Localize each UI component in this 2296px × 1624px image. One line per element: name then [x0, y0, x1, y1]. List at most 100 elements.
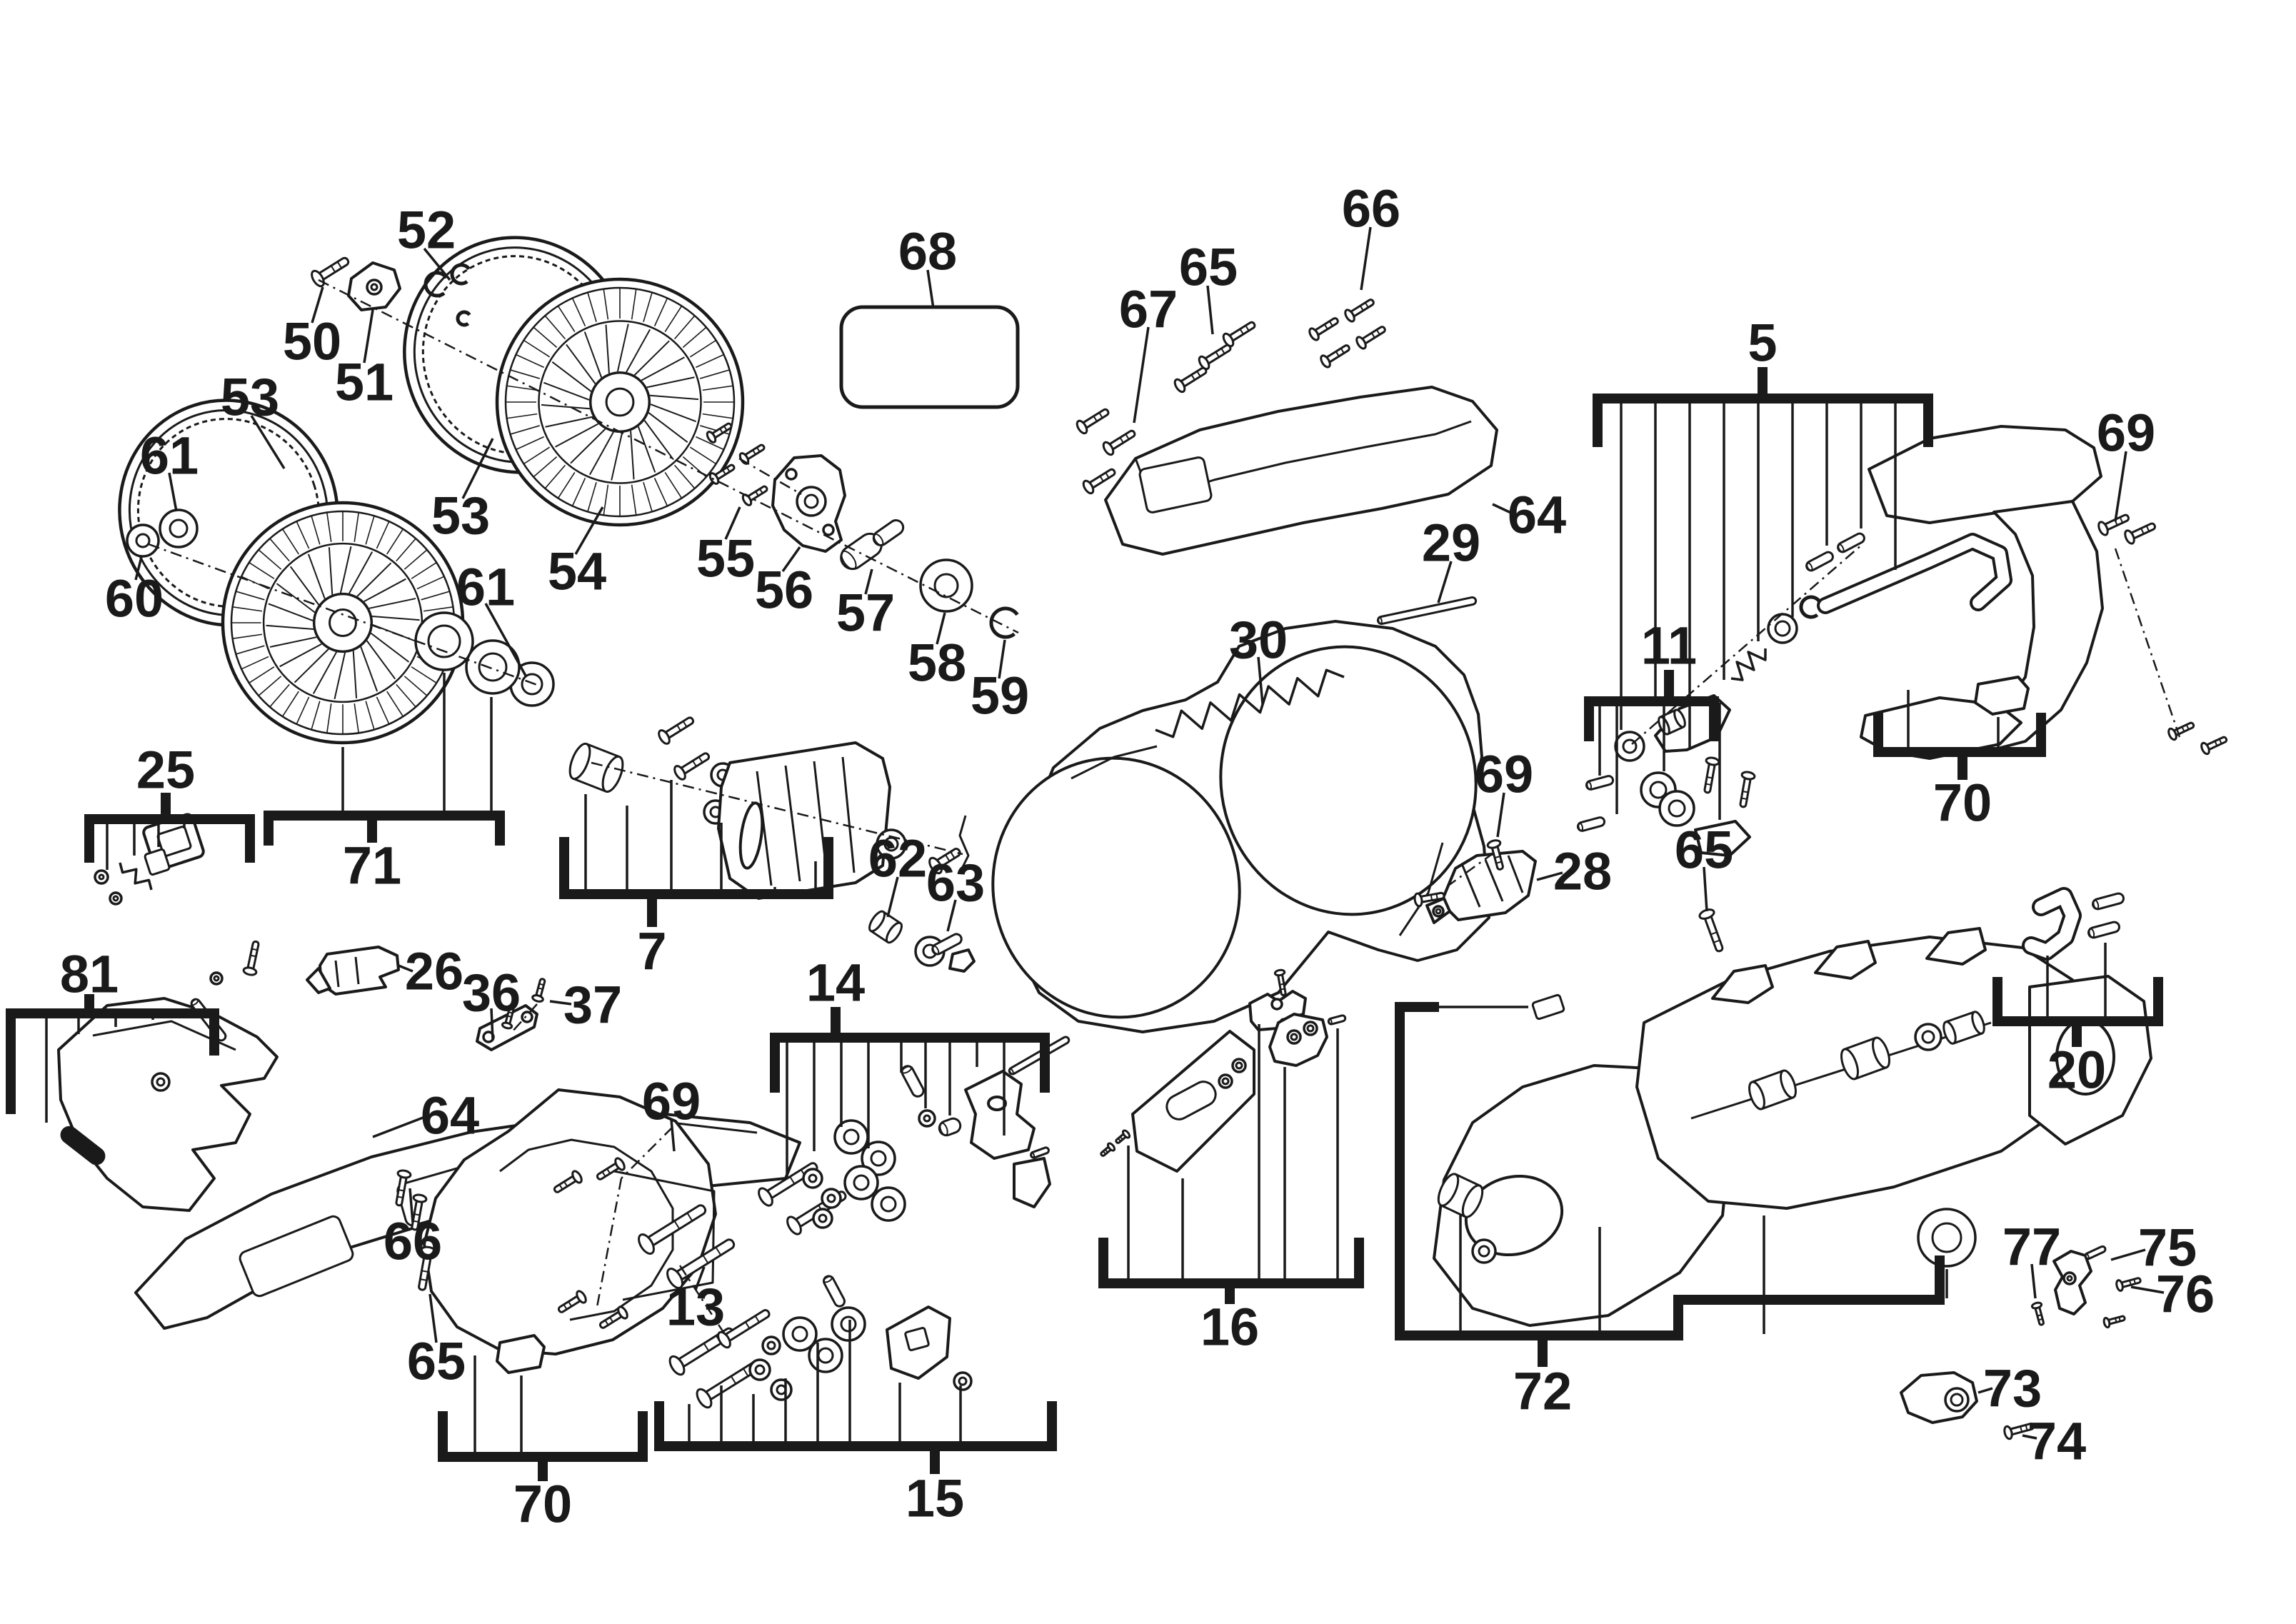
rivet-16a: [1100, 1142, 1116, 1157]
screw-77: [2030, 1301, 2045, 1326]
clip-5: [1799, 595, 1821, 619]
snap-ring-59: [989, 606, 1019, 639]
motor-72-gear2: [1840, 1036, 1890, 1081]
screw-69b3: [557, 1290, 587, 1313]
pin-5b: [1837, 532, 1865, 553]
bolt-13b: [666, 1238, 736, 1289]
foot-81-screw: [151, 1072, 171, 1092]
group-label-b70R: 70: [1933, 773, 1992, 833]
part-label-c74: 74: [2027, 1412, 2086, 1471]
washer-15d: [953, 1371, 973, 1391]
latch-26-rib1: [334, 960, 340, 988]
rod-5: [1817, 533, 2012, 614]
part-label-c52: 52: [397, 201, 456, 260]
plate-16-slot: [1165, 1081, 1217, 1121]
bolt-13a: [638, 1204, 707, 1255]
group-label-b71: 71: [343, 836, 401, 896]
roller-14a: [833, 1119, 869, 1155]
screw-67b: [1102, 429, 1136, 456]
part-label-c61b: 61: [456, 558, 515, 617]
screw-69c1: [1486, 839, 1504, 871]
handle-64a-window: [1138, 456, 1213, 513]
group-label-b20: 20: [2047, 1041, 2106, 1100]
bearing-72: [1917, 1208, 1977, 1268]
lever-16: [1248, 990, 1307, 1031]
part-label-c55: 55: [696, 529, 755, 588]
screw-69b4: [598, 1305, 628, 1329]
washer-14b: [821, 1188, 842, 1209]
pin-29: [1376, 596, 1478, 626]
bracket-group-15: [654, 1401, 1057, 1474]
part-label-c51: 51: [335, 353, 393, 412]
screw-37: [531, 978, 546, 1003]
pin-16: [1327, 1014, 1347, 1026]
part-label-c13: 13: [666, 1278, 725, 1337]
bearing-71a: [414, 611, 474, 671]
handle-housing-64a: [1104, 386, 1498, 556]
roller-14c: [843, 1165, 879, 1201]
part-label-c29: 29: [1422, 513, 1480, 573]
frame-30-rib2: [1398, 842, 1444, 936]
cap-60: [126, 523, 160, 558]
motor-72-tab3: [1925, 927, 1987, 966]
bracket-group-71: [264, 811, 505, 846]
part-label-c63: 63: [926, 853, 985, 913]
group-label-b25: 25: [136, 741, 195, 800]
foot-assembly-81: [57, 997, 279, 1212]
screw-55b: [738, 443, 766, 465]
roller-14b: [861, 1141, 896, 1176]
screw-66a4: [1355, 326, 1386, 350]
part-label-c62: 62: [868, 829, 927, 888]
bracket-group-25: [84, 793, 255, 863]
part-label-c64b: 64: [421, 1086, 479, 1146]
part-label-c28: 28: [1553, 842, 1612, 901]
bracket-group-16: [1098, 1238, 1364, 1304]
block-28-rib2: [1484, 859, 1504, 902]
bracket-16-hole2: [1303, 1021, 1318, 1036]
washer-61b: [509, 661, 555, 707]
group-label-b7: 7: [637, 922, 666, 981]
pulley-wheel-upper: [495, 277, 745, 527]
cam-51-hole: [366, 279, 383, 296]
part-label-c65c: 65: [1675, 821, 1733, 880]
part-label-c73: 73: [1983, 1359, 2042, 1418]
screw-69c2: [1413, 891, 1445, 908]
bracket-group-70: [438, 1411, 648, 1481]
part-label-c53a: 53: [221, 368, 279, 427]
pin-5a: [1805, 551, 1834, 572]
bracket-16-hole1: [1286, 1029, 1302, 1045]
motor-72-tab2: [1814, 940, 1877, 980]
clamp-70L: [496, 1334, 546, 1374]
hook-20: [2022, 887, 2082, 961]
contact-strip-25: [119, 862, 153, 891]
spring-5: [1730, 648, 1767, 681]
guide-block-14: [964, 1070, 1036, 1160]
screw-69b1: [553, 1170, 583, 1193]
rivet-16b: [1115, 1129, 1131, 1144]
screw-76: [2115, 1277, 2142, 1292]
frame-30-opening-right: [1219, 645, 1478, 916]
rivet-81: [209, 971, 224, 986]
part-label-c65b: 65: [407, 1332, 466, 1391]
screw-81: [242, 940, 260, 976]
group-label-b14: 14: [806, 953, 865, 1013]
motor-72-tab1: [1711, 964, 1774, 1004]
bracket-group-72: [1395, 1002, 1945, 1367]
bearing-58: [919, 558, 973, 613]
washer-14c: [812, 1208, 833, 1229]
group-label-b16: 16: [1200, 1298, 1259, 1357]
part-label-c77: 77: [2002, 1218, 2061, 1277]
roller-15c: [831, 1306, 866, 1342]
bracket-group-7: [559, 837, 833, 927]
block-25: [144, 848, 171, 876]
plate-16-hole2: [1218, 1073, 1233, 1089]
part-label-c69c: 69: [1475, 745, 1533, 804]
clamp-70R: [1974, 676, 2030, 716]
roller-14d: [871, 1186, 906, 1222]
washer-15b: [770, 1378, 793, 1401]
group-label-b70L: 70: [513, 1475, 572, 1534]
spindle-57b: [872, 519, 905, 546]
latch-26: [319, 946, 400, 996]
washer-7c: [876, 828, 907, 860]
